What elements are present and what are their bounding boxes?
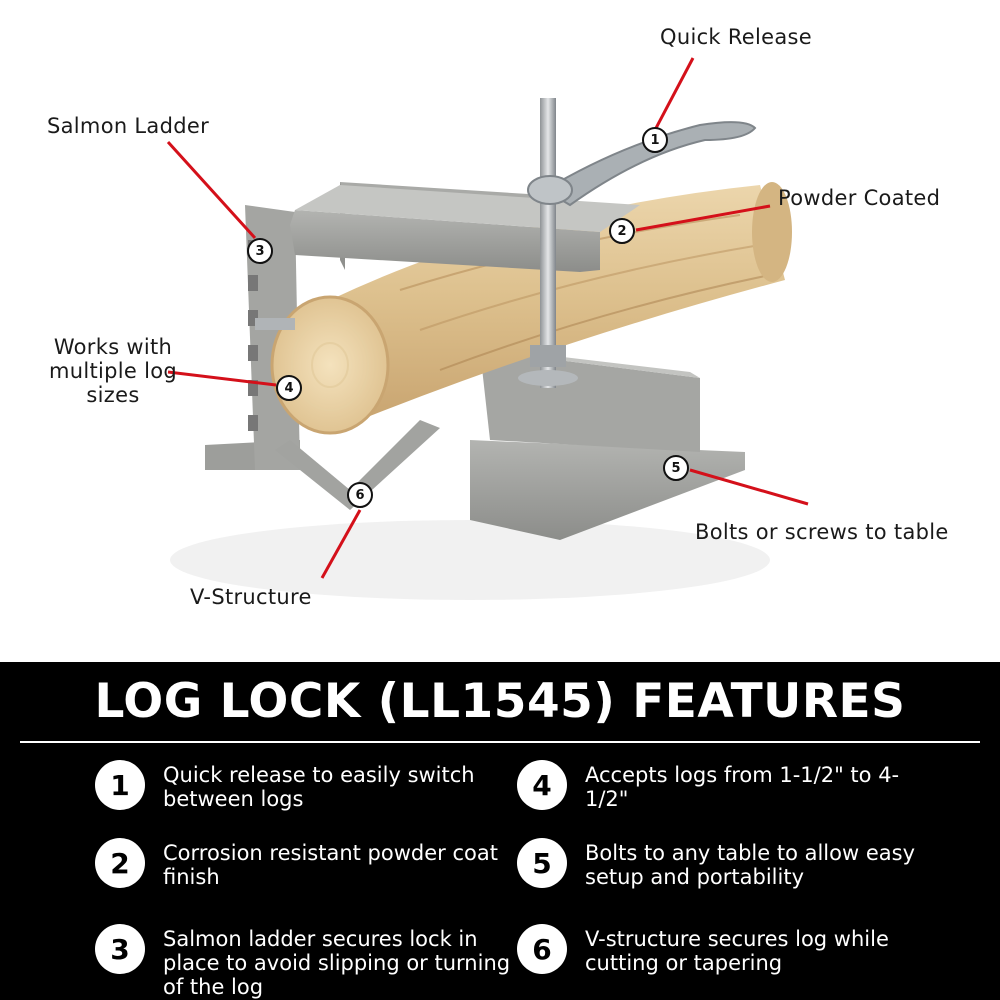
marker-6: 6 xyxy=(347,482,373,508)
log-end-grain xyxy=(270,295,390,435)
feature-number-badge: 6 xyxy=(517,924,567,974)
marker-5: 5 xyxy=(663,455,689,481)
callout-powder-coated: Powder Coated xyxy=(778,186,941,210)
floor-shadow xyxy=(170,520,770,600)
marker-4: 4 xyxy=(276,375,302,401)
v-structure xyxy=(275,420,440,510)
feature-number-badge: 2 xyxy=(95,838,145,888)
feature-text: V-structure secures log while cutting or… xyxy=(585,927,889,975)
features-divider xyxy=(20,741,980,743)
quick-release-handle xyxy=(543,121,757,207)
leader-line-4 xyxy=(167,370,277,387)
leader-line-3 xyxy=(166,140,257,240)
threaded-rod xyxy=(540,98,556,388)
leader-line-5 xyxy=(689,468,809,506)
features-section: LOG LOCK (LL1545) FEATURES 1 Quick relea… xyxy=(0,662,1000,1000)
leader-line-2 xyxy=(635,204,771,232)
features-title: LOG LOCK (LL1545) FEATURES xyxy=(94,674,906,729)
callout-works-with: Works with multiple log sizes xyxy=(48,335,178,407)
feature-item-2: 2 Corrosion resistant powder coat finish xyxy=(95,838,513,889)
log-lock-illustration xyxy=(166,57,809,600)
feature-number-badge: 5 xyxy=(517,838,567,888)
marker-2: 2 xyxy=(609,218,635,244)
feature-text: Accepts logs from 1-1/2" to 4-1/2" xyxy=(585,763,900,811)
callout-v-structure: V-Structure xyxy=(190,585,312,609)
feature-item-4: 4 Accepts logs from 1-1/2" to 4-1/2" xyxy=(517,760,915,811)
callout-salmon-ladder: Salmon Ladder xyxy=(47,114,210,138)
feature-text: Quick release to easily switch between l… xyxy=(163,763,475,811)
feature-number-badge: 4 xyxy=(517,760,567,810)
feature-text: Corrosion resistant powder coat finish xyxy=(163,841,498,889)
product-photo-area: Quick Release Salmon Ladder Powder Coate… xyxy=(47,25,949,609)
log-body xyxy=(330,185,785,420)
leader-line-6 xyxy=(320,509,362,579)
marker-3: 3 xyxy=(247,238,273,264)
callout-quick-release: Quick Release xyxy=(660,25,813,49)
feature-item-5: 5 Bolts to any table to allow easy setup… xyxy=(517,838,915,889)
callout-bolts-or-screws: Bolts or screws to table xyxy=(695,520,949,544)
feature-item-1: 1 Quick release to easily switch between… xyxy=(95,760,513,811)
feature-item-3: 3 Salmon ladder secures lock in place to… xyxy=(95,924,513,999)
feature-text: Salmon ladder secures lock in place to a… xyxy=(163,927,511,999)
feature-number-badge: 1 xyxy=(95,760,145,810)
feature-text: Bolts to any table to allow easy setup a… xyxy=(585,841,915,889)
feature-number-badge: 3 xyxy=(95,924,145,974)
leader-line-1 xyxy=(653,57,695,131)
marker-1: 1 xyxy=(642,127,668,153)
clamp-bar xyxy=(290,210,600,272)
feature-item-6: 6 V-structure secures log while cutting … xyxy=(517,924,925,975)
